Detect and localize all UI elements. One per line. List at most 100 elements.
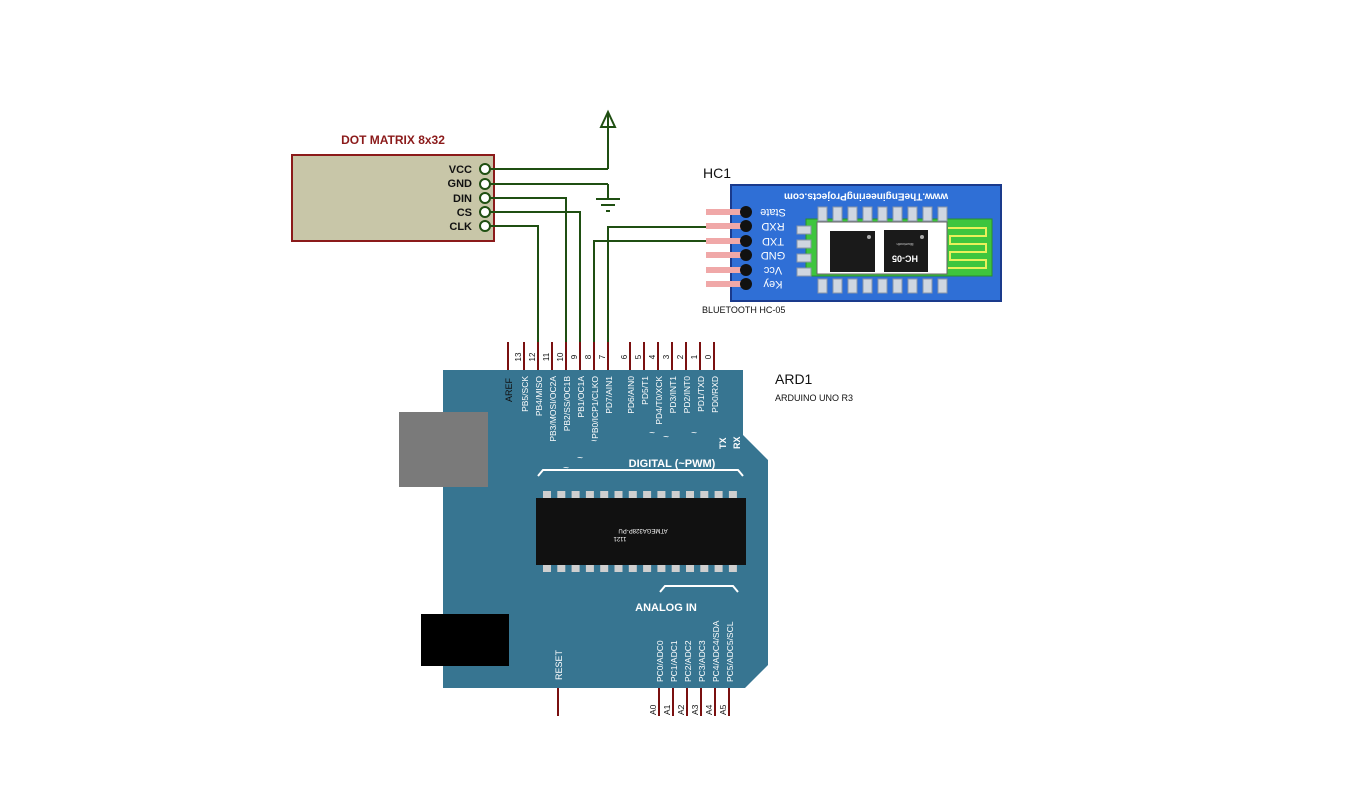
atmega-pin-top-6 [628,491,637,499]
pwm-mark-3: ~ [649,428,655,439]
digital-pin-number-6: 6 [620,354,629,359]
hc05-pin-vcc: Vcc [763,264,782,276]
atmega-pin-top-13 [728,491,737,499]
dot-matrix-module[interactable]: DOT MATRIX 8x32 VCC GND DIN CS CLK [291,133,495,242]
hc05-pin-key: Key [763,278,782,290]
digital-pin-number-10: 10 [556,352,565,361]
analog-pin-number-A5: A5 [718,704,728,715]
atmega-pins [543,491,737,572]
atmega-pin-top-1 [557,491,566,499]
analog-pin-name-A5: PC5/ADC5/SCL [725,621,735,682]
hc05-pad-bottom-7 [922,278,933,294]
atmega-pin-bottom-4 [600,564,609,572]
atmega-pin-bottom-0 [543,564,551,572]
hc05-pad-top-2 [847,206,858,222]
dm-pin-gnd-terminal[interactable] [479,178,491,190]
tx-label: TX [718,437,728,449]
hc05-pad-left-3 [796,267,812,277]
digital-pin-number-1: 1 [690,354,699,359]
digital-pin-name-2: PD2/INT0 [682,376,692,414]
reset-label: RESET [554,649,564,680]
hc05-pad-bottom-3 [862,278,873,294]
atmega-pin-bottom-8 [657,564,666,572]
atmega-pin-bottom-13 [728,564,737,572]
ground-symbol[interactable] [596,184,620,212]
atmega-pin-top-11 [700,491,709,499]
analog-pin-name-A0: PC0/ADC0 [655,640,665,682]
hc05-pad-top-4 [877,206,888,222]
digital-pin-number-3: 3 [662,354,671,359]
atmega-pin-bottom-7 [643,564,652,572]
analog-pin-number-A0: A0 [648,704,658,715]
hc05-pads-left [796,225,812,277]
pwm-mark-5: ~ [691,428,697,439]
pwm-mark-1: ~ [577,453,583,464]
hc05-pad-bottom-2 [847,278,858,294]
dm-pin-cs-terminal[interactable] [479,206,491,218]
atmega-chip [536,498,746,565]
digital-pin-name-0: PD0/RXD [710,376,720,413]
power-symbol[interactable] [599,109,617,169]
digital-pin-name-4: PD4/T0/XCK [654,376,664,425]
power-jack [421,614,509,666]
analog-pin-number-A4: A4 [704,704,714,715]
atmega-pin-bottom-2 [571,564,580,572]
hc05-ref: HC1 [703,165,731,181]
hc05-pad-left-2 [796,253,812,263]
pwm-mark-0: ~ [563,463,569,474]
digital-pin-number-12: 12 [528,352,537,361]
hc05-pad-bottom-4 [877,278,888,294]
hc05-pad-top-5 [892,206,903,222]
digital-pin-name-3: PD3/INT1 [668,376,678,414]
atmega-pin-bottom-3 [585,564,594,572]
hc05-pin-gnd: GND [761,249,786,261]
hc05-pad-top-7 [922,206,933,222]
dm-pin-din-terminal[interactable] [479,192,491,204]
atmega-pin-bottom-1 [557,564,566,572]
hc05-pins: State RXD TXD GND Vcc Key [706,206,786,290]
dm-pin-clk-terminal[interactable] [479,220,491,232]
wires [490,168,714,342]
dm-pin-vcc-terminal[interactable] [479,163,491,175]
hc05-name: BLUETOOTH HC-05 [702,305,785,315]
hc05-pad-left-1 [796,239,812,249]
aref-label: AREF [504,378,514,403]
dot-matrix-pins: VCC GND DIN CS CLK [448,163,491,233]
atmega-pin-top-10 [686,491,694,499]
hc05-pin-key-terminal[interactable] [740,278,752,290]
atmega-chip-name: ATMEGA328P-PU [618,527,667,533]
hc05-url: www.TheEngineeringProjects.com [784,190,949,201]
digital-pin-name-11: PB3/MOSI/OC2A [548,376,558,442]
arduino-uno[interactable]: ARD1 ARDUINO UNO R3 13PB5/SCK12PB4/MISO1… [399,342,853,716]
hc05-pin-vcc-terminal[interactable] [740,264,752,276]
atmega-pin-top-4 [600,491,609,499]
dot-matrix-title: DOT MATRIX 8x32 [341,133,445,147]
hc05-pin-txd-terminal[interactable] [740,235,752,247]
pwm-mark-4: ~ [663,432,669,443]
wire-rxd [607,226,714,342]
hc05-pad-bottom-5 [892,278,903,294]
rx-label: RX [732,436,742,449]
digital-pin-number-5: 5 [634,354,643,359]
usb-connector [399,412,488,487]
hc05-antenna [948,227,987,269]
hc05-pad-left-0 [796,225,812,235]
hc05-pin-txd: TXD [762,235,784,247]
hc05-pad-bottom-6 [907,278,918,294]
digital-label: DIGITAL (~PWM) [629,458,716,470]
hc05-pin-gnd-terminal[interactable] [740,249,752,261]
atmega-pin-top-9 [671,491,680,499]
atmega-pin-top-7 [643,491,652,499]
hc05-pin-rxd-terminal[interactable] [740,220,752,232]
dm-pin-vcc: VCC [449,164,472,176]
hc05-module[interactable]: HC1 BLUETOOTH HC-05 www.TheEngineeringPr… [702,165,1002,315]
atmega-pin-top-8 [657,491,666,499]
hc05-pin-state-terminal[interactable] [740,206,752,218]
hc05-pad-top-8 [937,206,948,222]
atmega-pin-bottom-6 [628,564,637,572]
wire-txd [593,240,714,342]
hc05-pads-top [817,206,948,222]
analog-pin-name-A4: PC4/ADC4/SDA [711,620,721,682]
analog-pin-name-A2: PC2/ADC2 [683,640,693,682]
digital-pin-number-4: 4 [648,354,657,359]
